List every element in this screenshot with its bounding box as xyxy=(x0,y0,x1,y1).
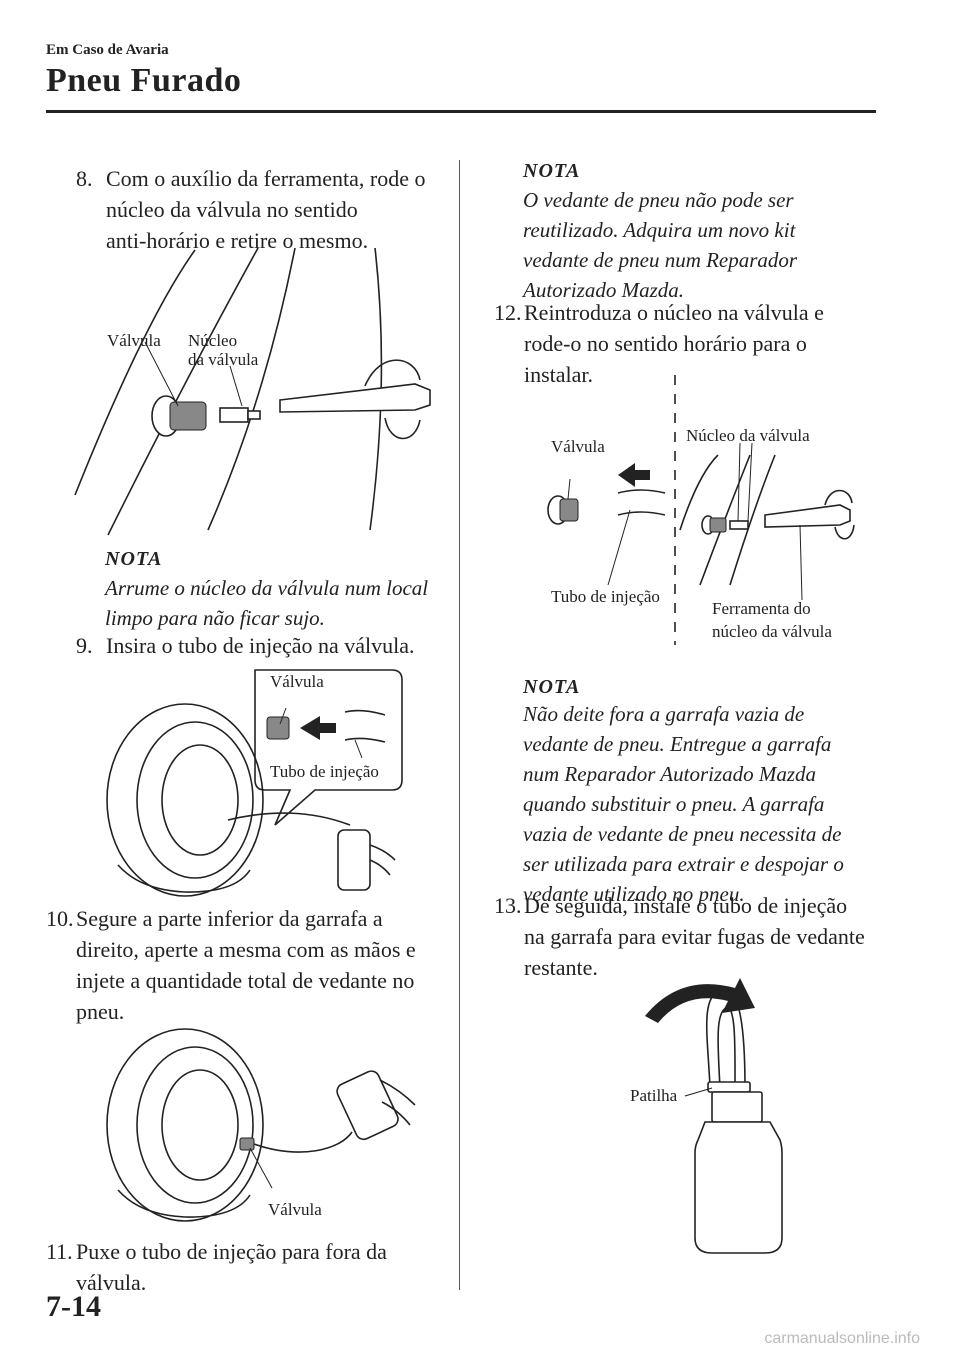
label-core-2: da válvula xyxy=(188,350,259,369)
label-valve: Válvula xyxy=(270,672,324,691)
note-line: reutilizado. Adquira um novo kit xyxy=(523,218,796,242)
page-number: 7-14 xyxy=(46,1290,101,1323)
label-tool-2: núcleo da válvula xyxy=(712,622,832,641)
label-core-1: Núcleo xyxy=(188,331,238,350)
note-line: vazia de vedante de pneu necessita de xyxy=(523,822,842,846)
figure-insert-tube xyxy=(106,669,403,897)
step-line: núcleo da válvula no sentido xyxy=(106,197,358,222)
step-line: Com o auxílio da ferramenta, rode o xyxy=(106,166,426,191)
title-rule xyxy=(46,110,876,113)
note-1: Arrume o núcleo da válvula num local lim… xyxy=(105,573,445,633)
label-tube: Tubo de injeção xyxy=(270,762,379,781)
label-tube: Tubo de injeção xyxy=(551,587,660,606)
step-line: Puxe o tubo de injeção para fora da xyxy=(76,1239,387,1264)
note-line: quando substituir o pneu. A garrafa xyxy=(523,792,825,816)
note-line: ser utilizada para extrair e despojar o xyxy=(523,852,844,876)
watermark: carmanualsonline.info xyxy=(764,1330,920,1347)
step-number: 13. xyxy=(494,893,522,918)
step-line: direito, aperte a mesma com as mãos e xyxy=(76,937,416,962)
page-title: Pneu Furado xyxy=(46,62,242,99)
step-line: injete a quantidade total de vedante no xyxy=(76,968,415,993)
figure-bottle-tube xyxy=(645,978,783,1254)
label-valve: Válvula xyxy=(268,1200,322,1219)
step-number: 11. xyxy=(46,1239,73,1264)
note-line: vedante de pneu. Entregue a garrafa xyxy=(523,732,832,756)
note-line: Autorizado Mazda. xyxy=(523,278,685,302)
step-line: Insira o tubo de injeção na válvula. xyxy=(106,633,415,658)
step-line: rode-o no sentido horário para o xyxy=(524,331,807,356)
note-line: limpo para não ficar sujo. xyxy=(105,606,325,630)
step-line: anti-horário e retire o mesmo. xyxy=(106,228,369,253)
figure-valve-core-removal xyxy=(74,247,431,536)
step-line: pneu. xyxy=(76,999,125,1024)
label-valve: Válvula xyxy=(551,437,605,456)
label-tool-1: Ferramenta do xyxy=(712,599,811,618)
note-line: num Reparador Autorizado Mazda xyxy=(523,762,817,786)
note-heading: NOTA xyxy=(523,160,581,182)
figure-reinstall-core xyxy=(547,375,855,645)
column-divider xyxy=(459,160,460,1290)
note-2: O vedante de pneu não pode ser reutiliza… xyxy=(523,185,883,305)
step-line: válvula. xyxy=(76,1270,147,1295)
note-line: O vedante de pneu não pode ser xyxy=(523,188,794,212)
note-heading: NOTA xyxy=(105,548,163,570)
note-line: vedante utilizado no pneu. xyxy=(523,882,745,906)
note-heading: NOTA xyxy=(523,676,581,698)
note-line: Não deite fora a garrafa vazia de xyxy=(523,702,805,726)
label-cap: Patilha xyxy=(630,1086,678,1105)
step-line: Segure a parte inferior da garrafa a xyxy=(76,906,383,931)
step-line: De seguida, instale o tubo de injeção xyxy=(524,893,848,918)
section-label: Em Caso de Avaria xyxy=(46,42,169,58)
note-3: Não deite fora a garrafa vazia de vedant… xyxy=(523,699,903,909)
step-number: 9. xyxy=(76,633,93,658)
step-line: na garrafa para evitar fugas de vedante xyxy=(524,924,865,949)
step-line: instalar. xyxy=(524,362,594,387)
label-valve: Válvula xyxy=(107,331,161,350)
note-line: vedante de pneu num Reparador xyxy=(523,248,798,272)
step-line: restante. xyxy=(524,955,598,980)
label-valve-core: Núcleo da válvula xyxy=(686,426,810,445)
step-number: 10. xyxy=(46,906,74,931)
step-line: Reintroduza o núcleo na válvula e xyxy=(524,300,824,325)
figure-inject-sealant xyxy=(106,1028,416,1222)
note-line: Arrume o núcleo da válvula num local xyxy=(105,576,429,600)
step-number: 12. xyxy=(494,300,522,325)
step-number: 8. xyxy=(76,166,93,191)
